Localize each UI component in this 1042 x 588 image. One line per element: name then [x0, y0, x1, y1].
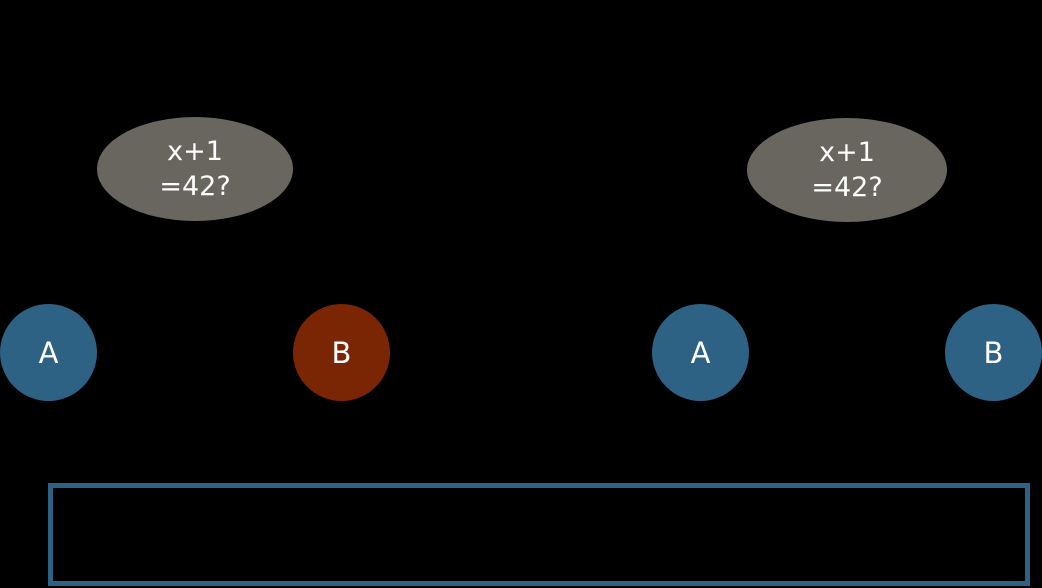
thought-bubble-right-line1: x+1 — [819, 137, 875, 168]
thought-bubble-left-line2: =42? — [159, 171, 231, 202]
node-label: A — [690, 335, 711, 370]
bottom-box — [48, 483, 1030, 586]
node-circle-a-right: A — [652, 304, 749, 401]
thought-bubble-right: x+1 =42? — [747, 118, 947, 222]
node-circle-a-left: A — [0, 304, 97, 401]
thought-bubble-left: x+1 =42? — [97, 117, 293, 221]
node-circle-b-left: B — [293, 304, 390, 401]
node-label: B — [983, 335, 1004, 370]
node-label: A — [38, 335, 59, 370]
thought-bubble-left-line1: x+1 — [167, 136, 223, 167]
node-circle-b-right: B — [945, 304, 1042, 401]
node-label: B — [331, 335, 352, 370]
thought-bubble-right-line2: =42? — [811, 172, 883, 203]
